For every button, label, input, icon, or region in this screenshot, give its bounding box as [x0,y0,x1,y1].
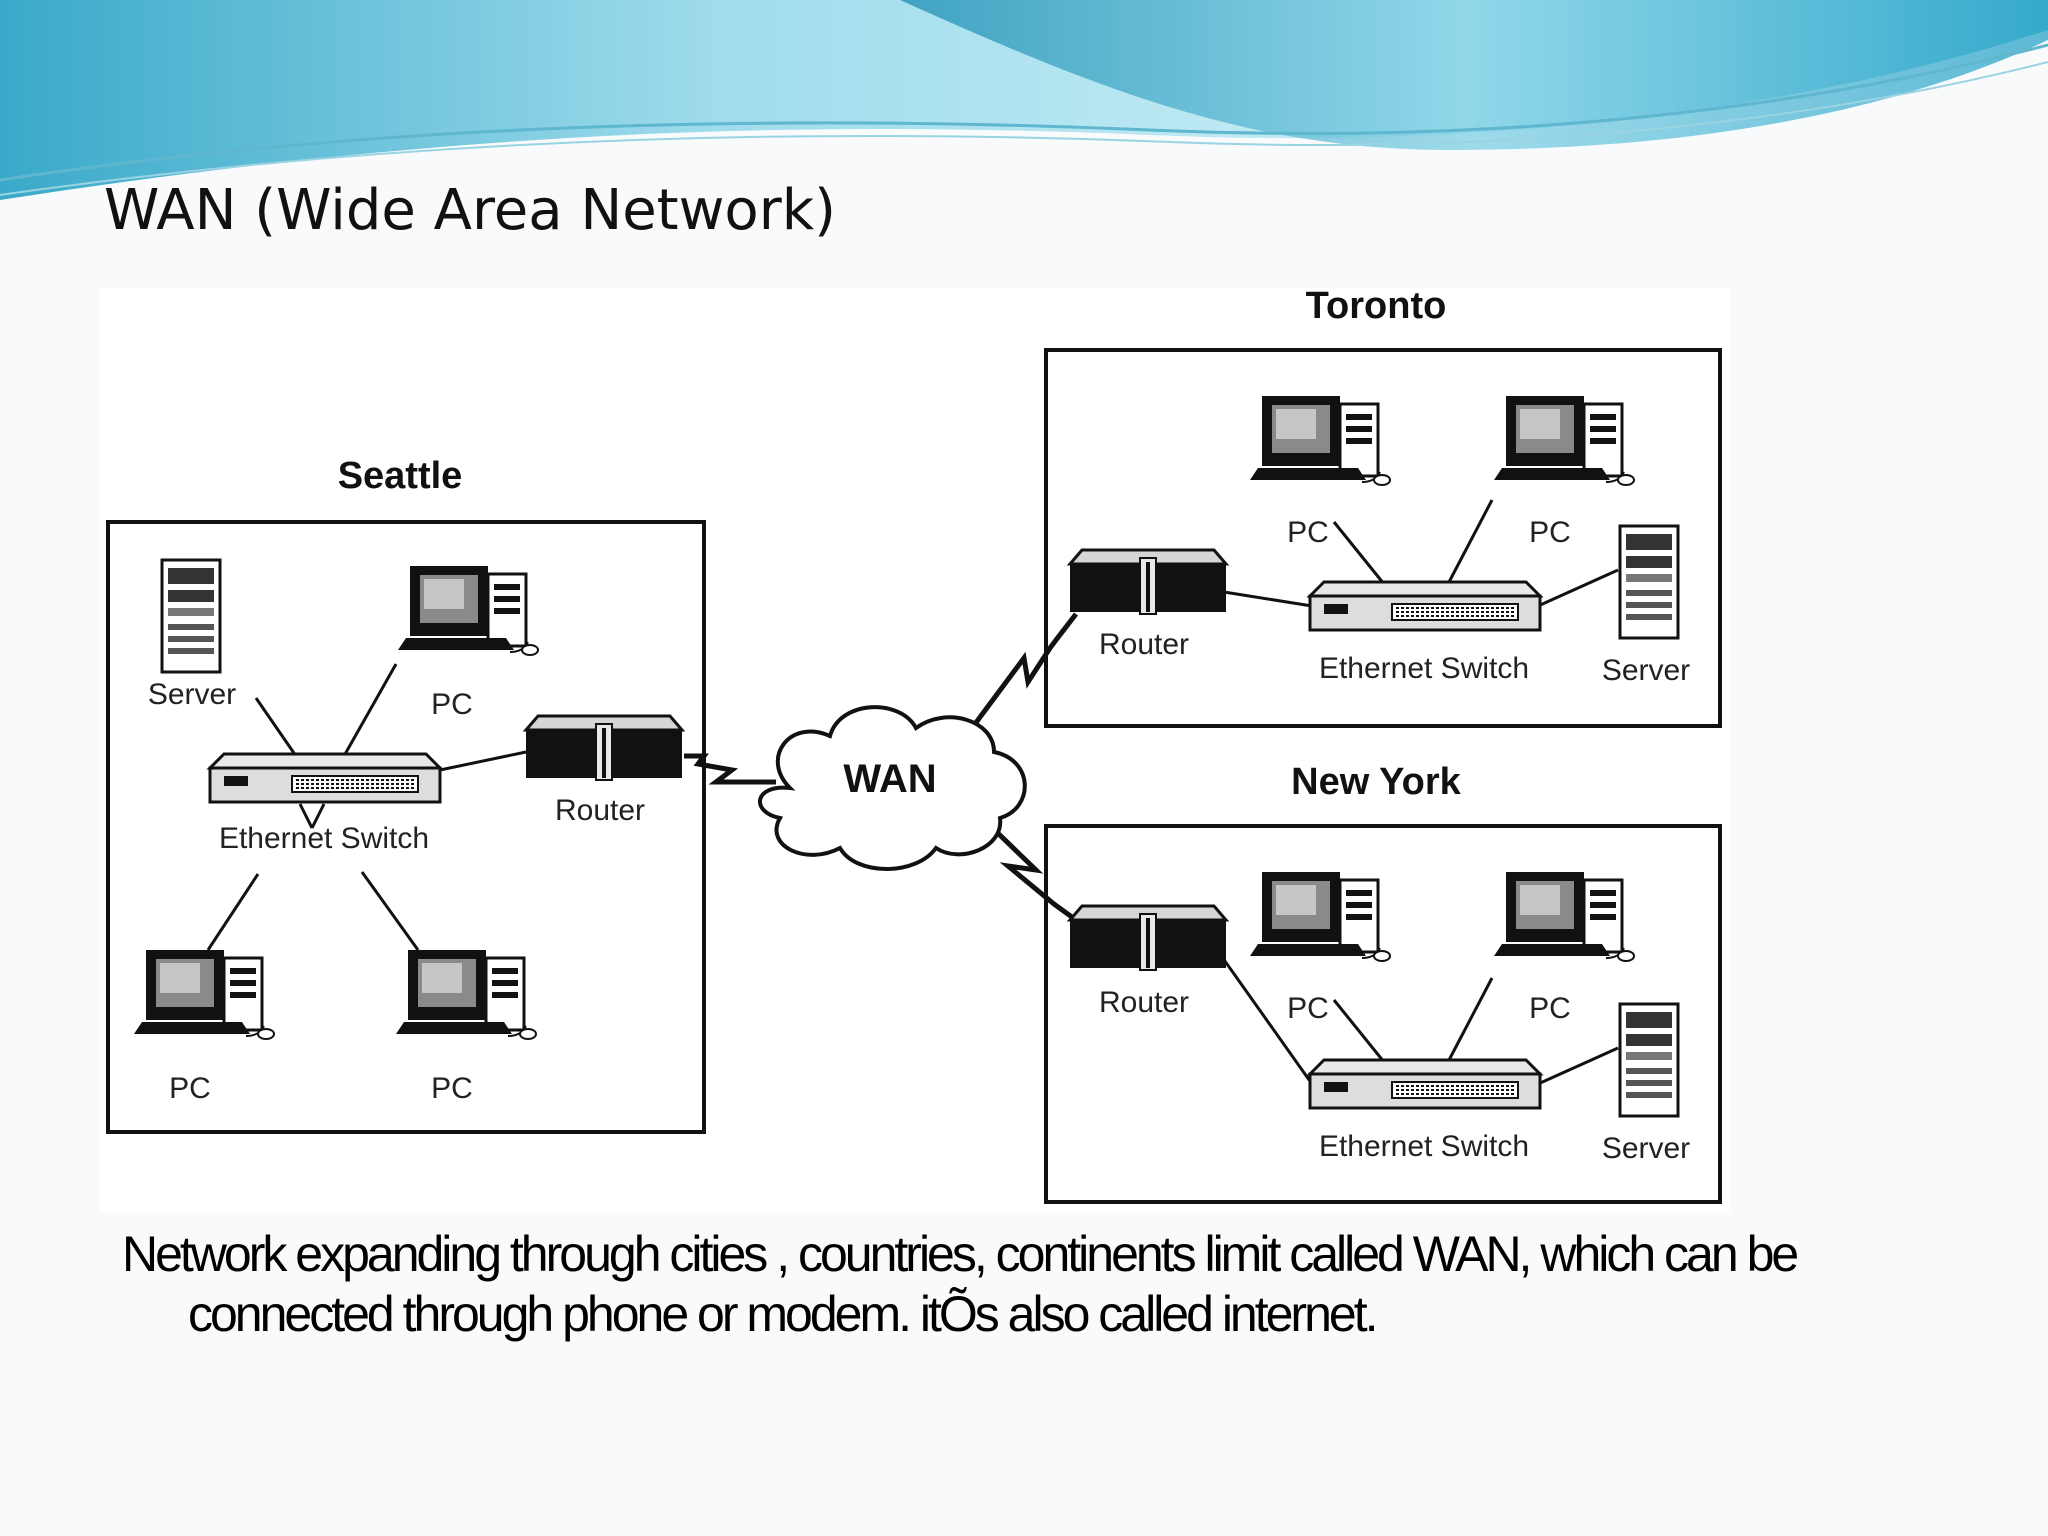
site-title-new-york: New York [1291,761,1462,803]
label-server: Server [148,678,236,711]
label-pc: PC [1287,516,1329,549]
site-new-york: New York Router PC PC Ethernet Switch Se… [1044,761,1722,1204]
site-box-new-york [1044,824,1722,1204]
pc-icon [396,564,540,657]
label-pc: PC [1287,992,1329,1025]
label-router: Router [555,794,645,827]
pc-icon [1248,870,1392,963]
site-box-toronto [1044,348,1722,728]
pc-icon [394,948,538,1041]
label-router: Router [1099,986,1189,1019]
site-seattle: Seattle Server PC Ethernet Switch Router… [106,455,706,1134]
server-icon [1618,524,1680,640]
newyork-wan-link [976,812,1078,923]
ethernet-switch-icon [1308,580,1542,632]
router-icon [1068,904,1228,972]
toronto-wan-link [963,612,1078,738]
site-title-toronto: Toronto [1306,288,1447,327]
label-ethernet-switch: Ethernet Switch [1319,1130,1529,1163]
site-title-seattle: Seattle [338,455,463,497]
wan-cloud-label: WAN [843,757,936,801]
seattle-wan-link [684,753,776,785]
label-pc: PC [1529,992,1571,1025]
server-icon [1618,1002,1680,1118]
label-router: Router [1099,628,1189,661]
header-wave-banner [0,0,2048,200]
label-ethernet-switch: Ethernet Switch [1319,652,1529,685]
slide-title: WAN (Wide Area Network) [104,178,836,243]
ethernet-switch-icon [1308,1058,1542,1110]
label-server: Server [1602,1132,1690,1165]
server-icon [160,558,222,674]
label-server: Server [1602,654,1690,687]
pc-icon [1492,870,1636,963]
label-pc: PC [1529,516,1571,549]
label-pc: PC [431,1072,473,1105]
label-pc: PC [169,1072,211,1105]
router-icon [524,714,684,782]
slide-caption: Network expanding through cities , count… [122,1226,1799,1342]
pc-icon [1492,394,1636,487]
label-pc: PC [431,688,473,721]
label-ethernet-switch: Ethernet Switch [219,822,429,855]
site-toronto: Toronto Router PC PC Ethernet Switch Ser… [1044,288,1722,728]
router-icon [1068,548,1228,616]
wan-cloud: WAN [684,612,1078,923]
site-box-seattle [106,520,706,1134]
pc-icon [1248,394,1392,487]
ethernet-switch-icon [208,752,442,804]
pc-icon [132,948,276,1041]
wan-network-diagram: Seattle Server PC Ethernet Switch Router… [100,288,1730,1212]
